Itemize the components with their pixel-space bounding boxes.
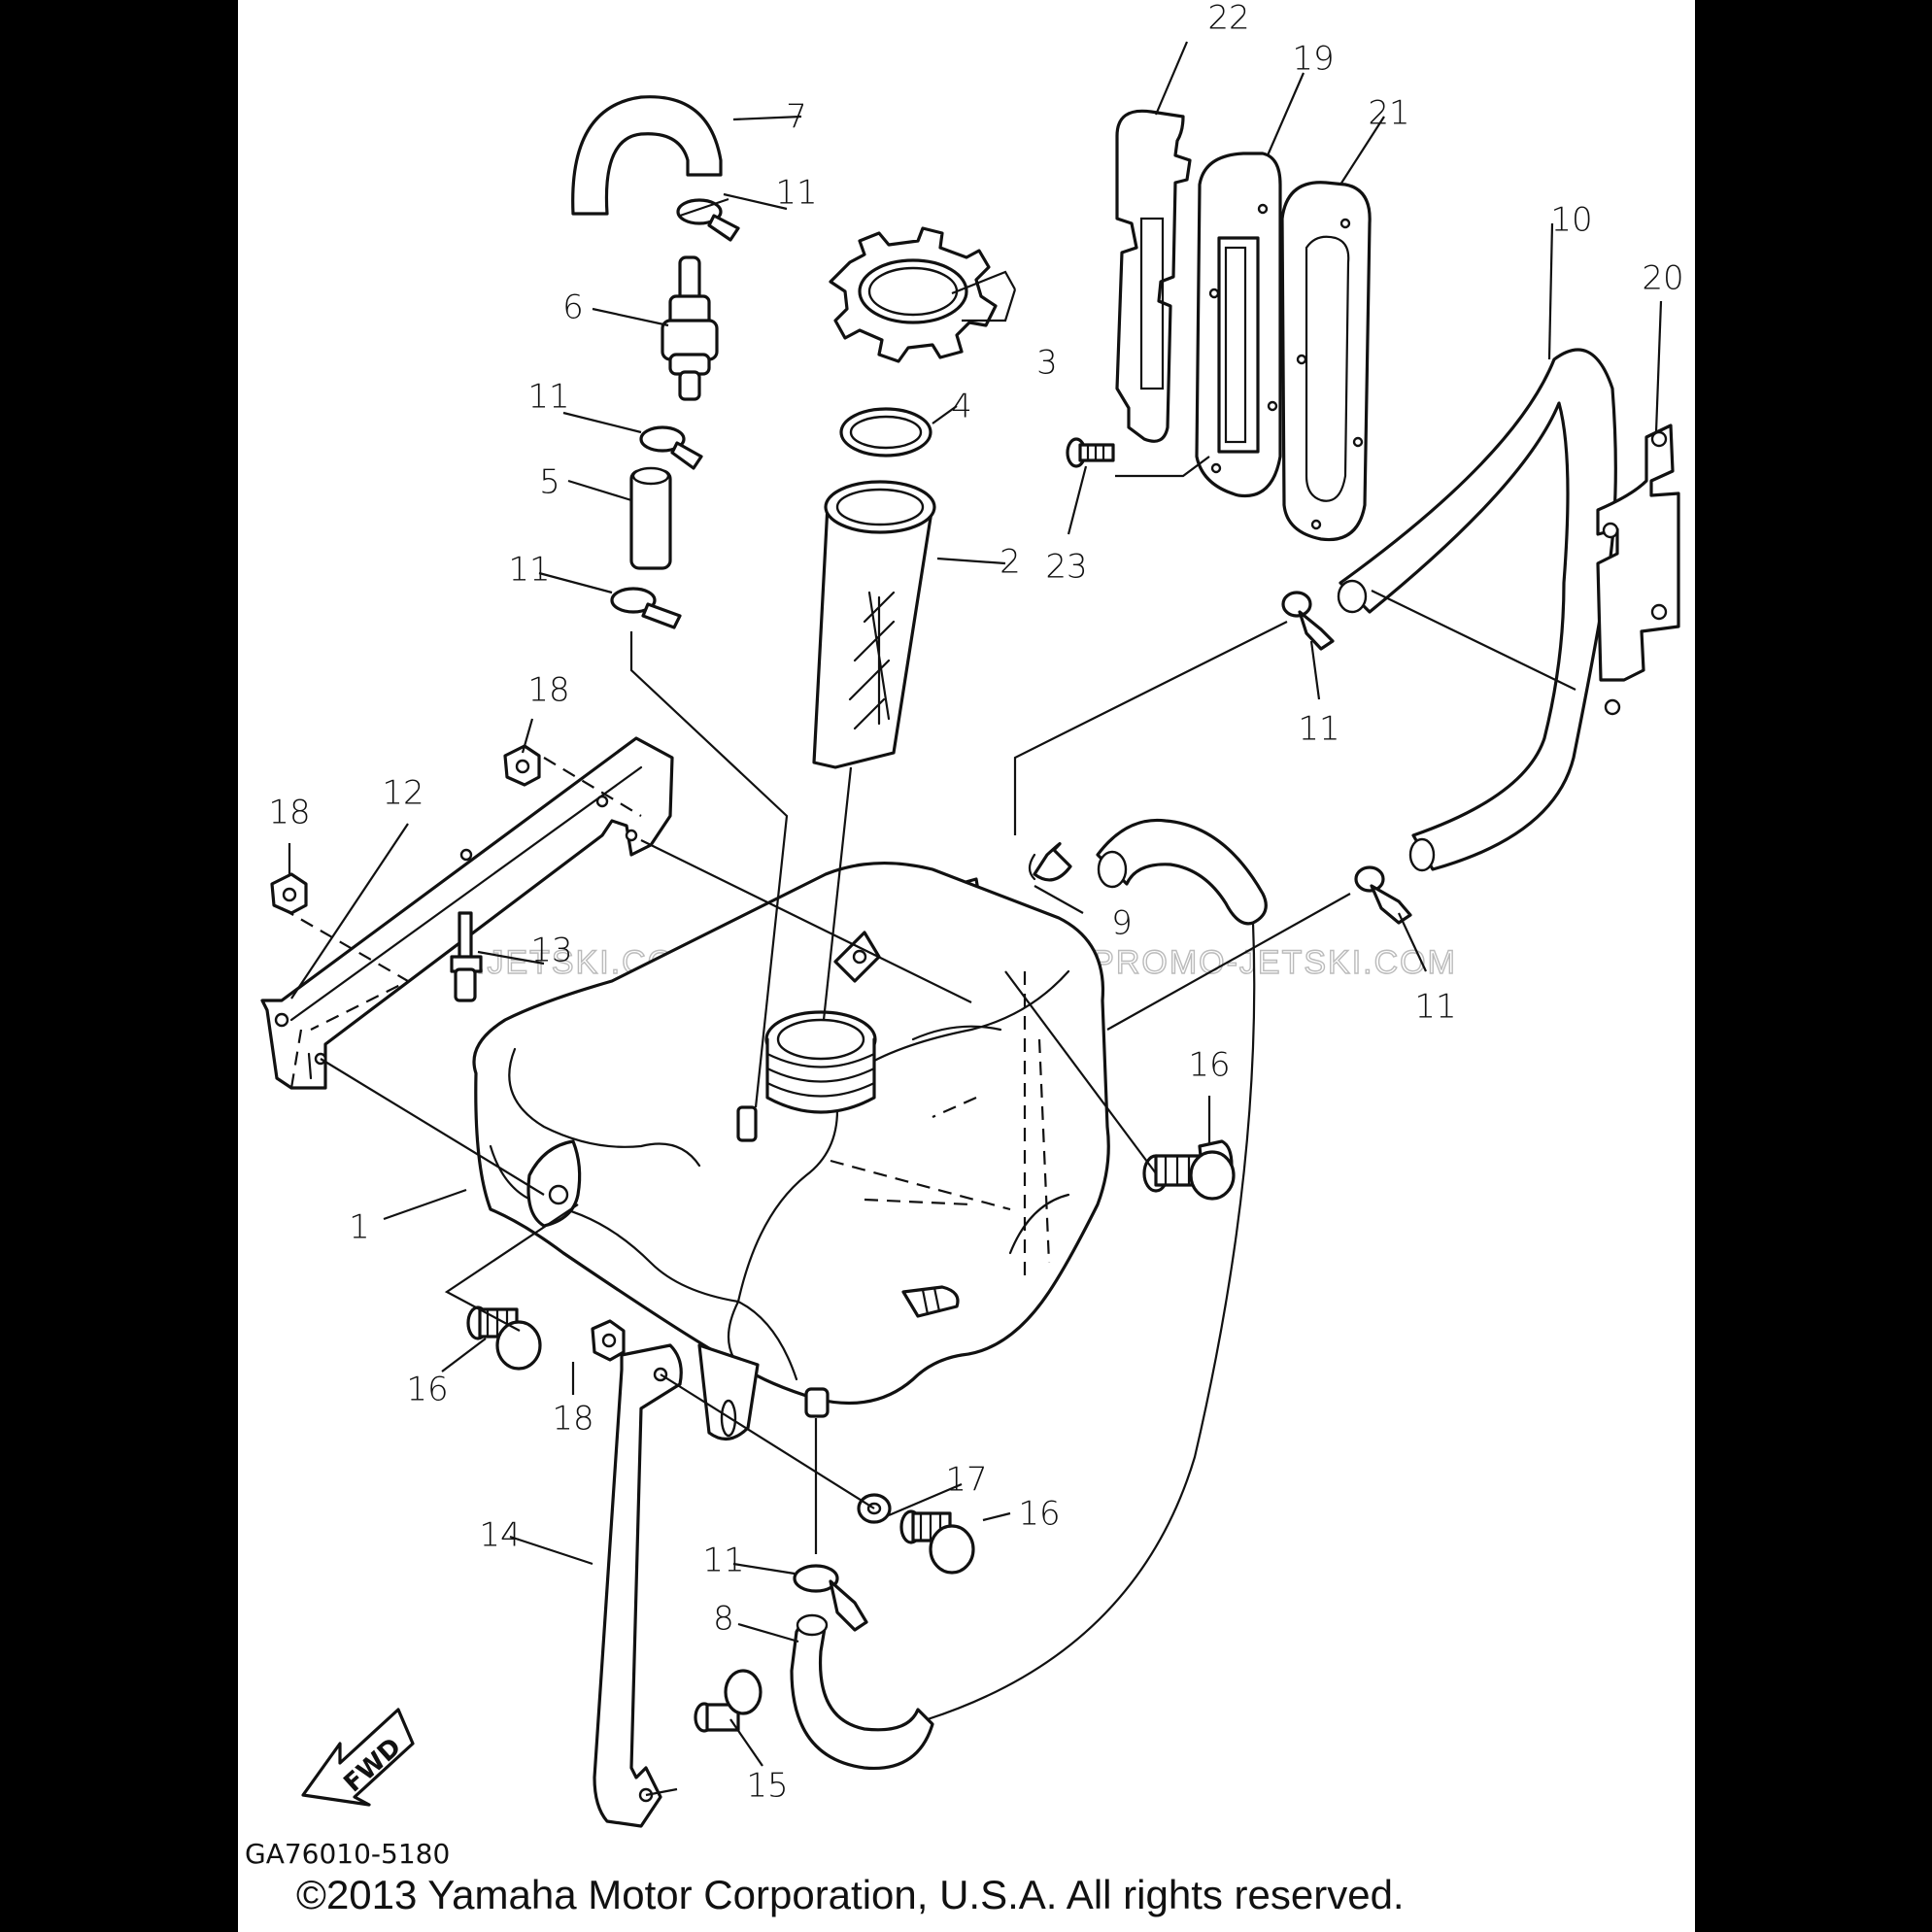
part-21-cover <box>1280 181 1372 542</box>
part-7-hose <box>571 95 723 216</box>
callout-18-top: 18 <box>527 671 569 710</box>
callout-18-left: 18 <box>268 794 310 832</box>
part-23-screw <box>1066 437 1115 468</box>
part-2-filler-neck <box>812 480 936 769</box>
callout-2: 2 <box>1000 543 1021 582</box>
callout-18-bottom: 18 <box>552 1400 593 1439</box>
part-18-nut-bottom <box>591 1319 626 1362</box>
part-5-tube <box>629 466 672 570</box>
callout-16-right: 16 <box>1188 1046 1230 1085</box>
part-13-stud <box>450 911 483 1002</box>
callout-15: 15 <box>746 1767 788 1806</box>
callout-13: 13 <box>530 932 572 970</box>
callout-11-third: 11 <box>508 551 550 590</box>
callout-19: 19 <box>1292 40 1334 79</box>
callout-22: 22 <box>1207 0 1249 38</box>
callout-20: 20 <box>1642 259 1683 298</box>
part-3-filler-cap <box>829 226 998 363</box>
part-16-bolt-lower <box>899 1509 975 1575</box>
callout-16-left: 16 <box>406 1371 448 1409</box>
part-15-plug <box>694 1669 763 1733</box>
part-1-fuel-tank <box>472 861 1110 1441</box>
callout-23: 23 <box>1045 548 1087 587</box>
callout-17: 17 <box>945 1461 987 1500</box>
part-20-bracket <box>1596 424 1680 716</box>
part-11-clamp-lower <box>793 1564 868 1632</box>
copyright-text: ©2013 Yamaha Motor Corporation, U.S.A. A… <box>296 1872 1405 1917</box>
part-18-nut-top <box>503 744 541 787</box>
hose-upper-vent <box>1096 818 1268 926</box>
callout-12: 12 <box>382 774 424 813</box>
fwd-arrow-icon: FWD <box>301 1708 415 1807</box>
part-16-bolt-left <box>466 1305 542 1371</box>
part-11-clamp-3 <box>610 587 682 629</box>
part-11-clamp-right-1 <box>1281 591 1335 651</box>
part-17-washer <box>857 1493 892 1524</box>
part-8-hose <box>790 1613 934 1771</box>
part-16-bolt-right <box>1142 1139 1236 1201</box>
part-14-bracket <box>593 1343 683 1828</box>
part-18-nut-left <box>270 872 308 915</box>
callout-11-lower: 11 <box>702 1542 744 1580</box>
part-11-clamp-2 <box>639 425 703 470</box>
callout-7: 7 <box>786 98 807 137</box>
callout-11-right-upper: 11 <box>1298 710 1339 749</box>
callout-8: 8 <box>713 1600 734 1639</box>
callout-6: 6 <box>562 288 584 327</box>
diagram-code: GA76010-5180 <box>245 1838 450 1870</box>
callout-11-top: 11 <box>775 174 817 213</box>
callout-11-second: 11 <box>527 378 569 417</box>
callout-11-right-lower: 11 <box>1414 988 1456 1027</box>
callout-9: 9 <box>1111 904 1133 943</box>
callout-5: 5 <box>539 463 560 502</box>
callout-16-lower: 16 <box>1018 1495 1060 1534</box>
callout-10: 10 <box>1550 201 1592 240</box>
part-10-hose <box>1337 348 1617 872</box>
callout-14: 14 <box>479 1516 521 1555</box>
callout-4: 4 <box>951 388 972 426</box>
part-19-plate <box>1195 152 1282 498</box>
part-22-gasket <box>1115 109 1192 443</box>
part-11-clamp-right-2 <box>1354 865 1412 925</box>
callout-1: 1 <box>349 1208 370 1247</box>
callout-21: 21 <box>1368 94 1409 133</box>
part-6-filter <box>661 255 719 401</box>
callout-3: 3 <box>1036 344 1058 383</box>
part-4-o-ring <box>839 407 932 458</box>
